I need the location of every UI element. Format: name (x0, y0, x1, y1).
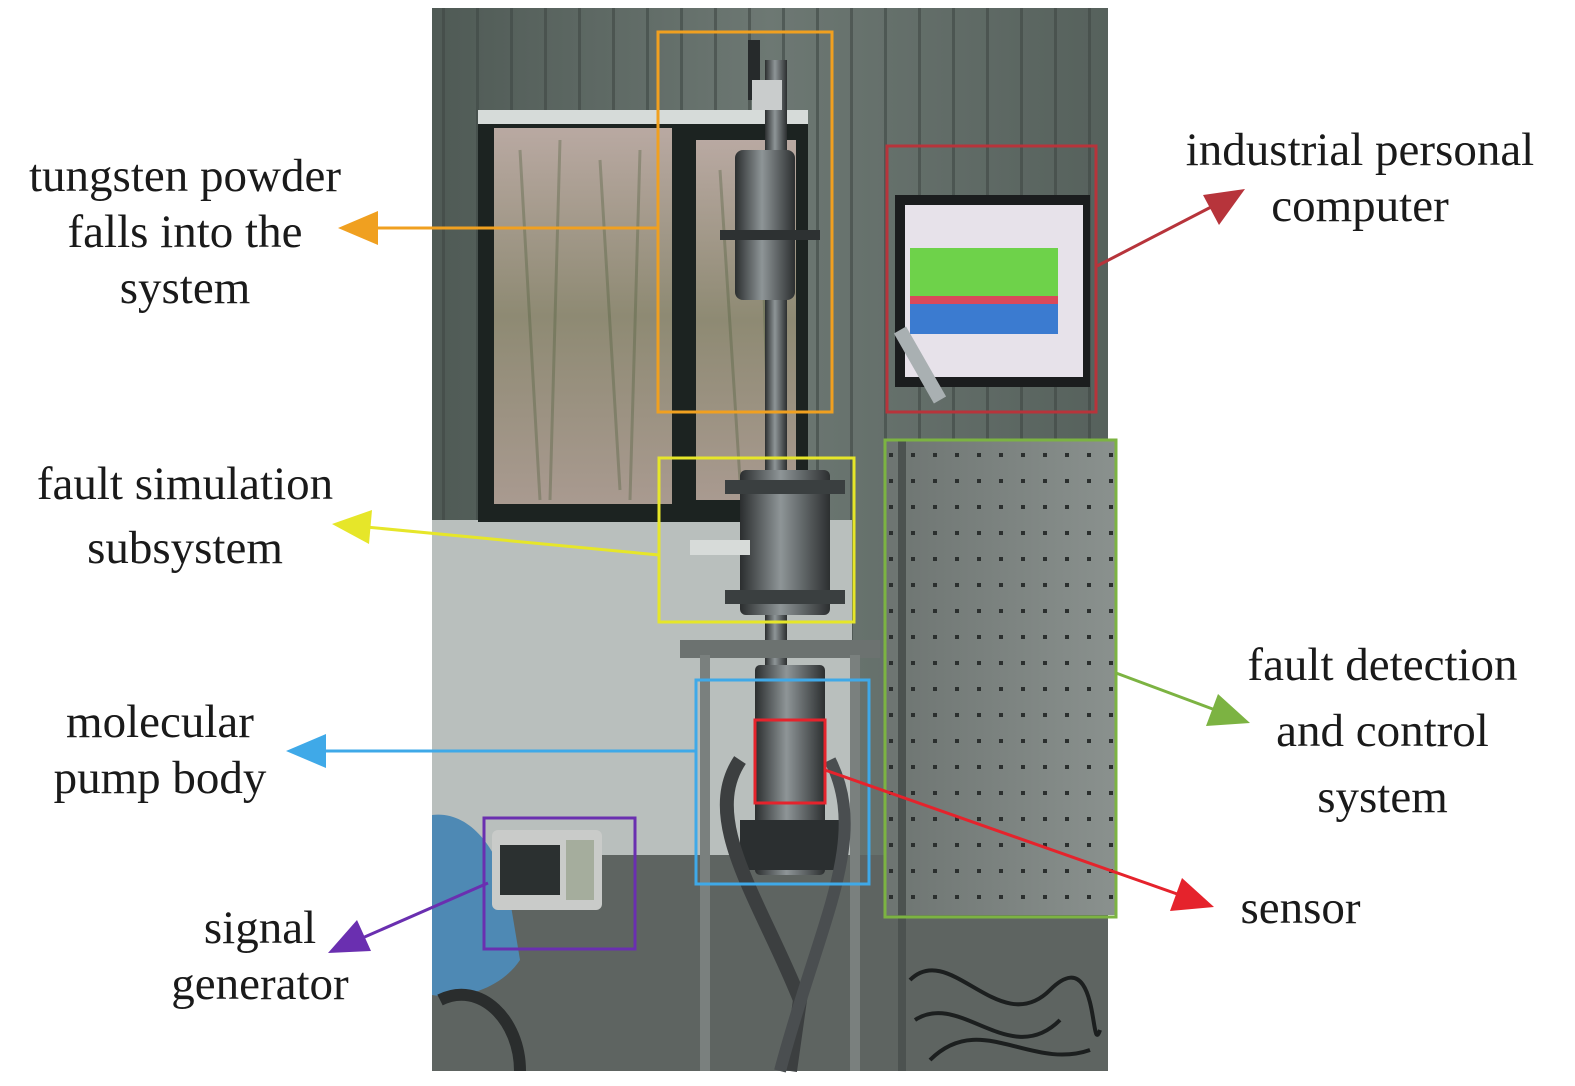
label-pump: molecular pump body (20, 694, 300, 806)
fault-det-arrow (1115, 671, 1250, 726)
label-fault-sim-line1: fault simulation (36, 458, 334, 510)
fault-sim-arrow (332, 510, 660, 557)
label-fault-sim-line2: subsystem (87, 522, 283, 574)
label-pump-line1: molecular (66, 696, 254, 748)
signal-arrow (328, 881, 489, 953)
ipc-arrow (1096, 189, 1245, 268)
label-fault-sim: fault simulation subsystem (10, 452, 360, 580)
label-signal: signal generator (140, 900, 380, 1012)
label-fault-det-line3: system (1317, 771, 1448, 823)
label-sensor-line1: sensor (1240, 882, 1361, 934)
tungsten-box (656, 30, 834, 414)
label-signal-line2: generator (171, 958, 349, 1010)
label-signal-line1: signal (203, 902, 317, 954)
label-tungsten-line2: falls into the (67, 206, 303, 258)
pump-box (694, 678, 871, 886)
fault-det-box (883, 438, 1118, 919)
sensor-arrow (824, 768, 1214, 911)
equipment-photo (432, 8, 1115, 1073)
tungsten-arrow (338, 211, 658, 245)
label-sensor: sensor (1218, 880, 1383, 936)
label-pump-line2: pump body (53, 752, 267, 804)
pump-arrow (286, 734, 696, 768)
label-ipc: industrial personal computer (1150, 122, 1570, 234)
label-fault-det-line2: and control (1276, 705, 1489, 757)
label-fault-det: fault detection and control system (1200, 632, 1565, 830)
label-tungsten-line1: tungsten powder (29, 150, 341, 202)
label-tungsten-line3: system (119, 262, 251, 314)
label-tungsten: tungsten powder falls into the system (0, 148, 370, 316)
label-fault-det-line1: fault detection (1247, 639, 1518, 691)
label-ipc-line1: industrial personal (1185, 124, 1535, 176)
sensor-box (753, 718, 827, 805)
ipc-box (885, 144, 1098, 414)
label-ipc-line2: computer (1271, 180, 1449, 232)
fault-sim-box (657, 456, 856, 624)
